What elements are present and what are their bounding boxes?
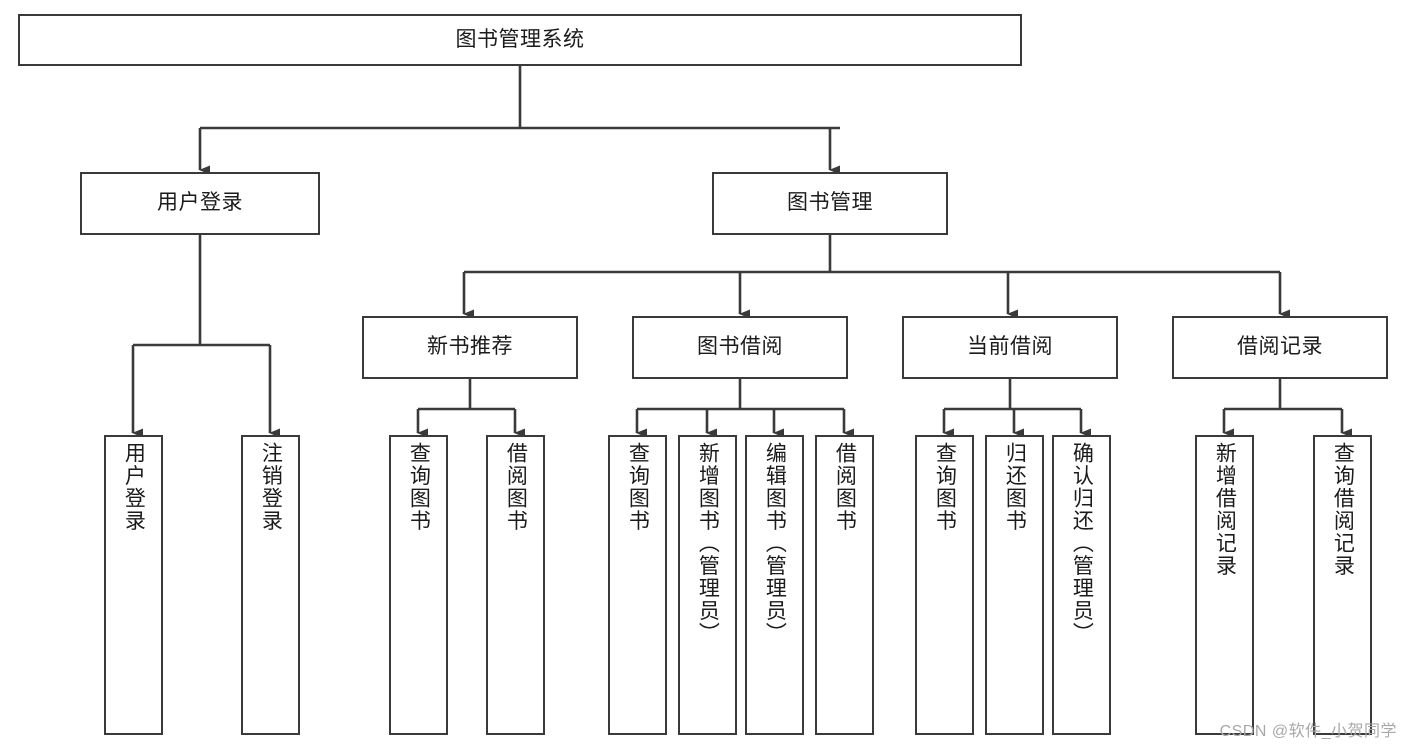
node-label: 查询图书 (407, 442, 431, 532)
node-leaf-logout-login[interactable]: 注销登录 (241, 435, 300, 735)
node-leaf-borrow-book-borrow[interactable]: 借阅图书 (815, 435, 874, 735)
node-label: 确认归还（管理员） (1070, 442, 1094, 645)
node-leaf-user-login[interactable]: 用户登录 (104, 435, 163, 735)
csdn-watermark: CSDN @软件_小贺同学 (1219, 723, 1397, 740)
node-borrow-record[interactable]: 借阅记录 (1172, 316, 1388, 379)
node-label: 编辑图书（管理员） (763, 442, 787, 645)
node-label: 查询图书 (626, 442, 650, 532)
node-leaf-edit-book-admin[interactable]: 编辑图书（管理员） (745, 435, 804, 735)
node-label: 借阅图书 (833, 442, 857, 532)
node-leaf-query-book-borrow[interactable]: 查询图书 (608, 435, 667, 735)
node-label: 新增借阅记录 (1213, 442, 1237, 577)
node-label: 用户登录 (122, 442, 146, 532)
node-label: 新书推荐 (427, 335, 513, 359)
node-label: 查询借阅记录 (1331, 442, 1355, 577)
node-label: 当前借阅 (967, 335, 1053, 359)
node-leaf-add-borrow-record[interactable]: 新增借阅记录 (1195, 435, 1254, 735)
node-leaf-query-book-current[interactable]: 查询图书 (915, 435, 974, 735)
node-user-login[interactable]: 用户登录 (80, 172, 320, 235)
node-book-borrow[interactable]: 图书借阅 (632, 316, 848, 379)
node-label: 图书管理 (787, 191, 873, 215)
node-book-management[interactable]: 图书管理 (712, 172, 948, 235)
node-leaf-borrow-book-recommend[interactable]: 借阅图书 (486, 435, 545, 735)
node-label: 图书管理系统 (455, 27, 585, 51)
node-leaf-query-borrow-record[interactable]: 查询借阅记录 (1313, 435, 1372, 735)
node-root-book-management-system[interactable]: 图书管理系统 (18, 14, 1022, 66)
node-label: 图书借阅 (697, 335, 783, 359)
node-label: 借阅记录 (1237, 335, 1323, 359)
node-new-book-recommend[interactable]: 新书推荐 (362, 316, 578, 379)
node-leaf-confirm-return-admin[interactable]: 确认归还（管理员） (1052, 435, 1111, 735)
node-label: 归还图书 (1003, 442, 1027, 532)
node-label: 用户登录 (157, 191, 243, 215)
node-leaf-add-book-admin[interactable]: 新增图书（管理员） (678, 435, 737, 735)
node-leaf-return-book[interactable]: 归还图书 (985, 435, 1044, 735)
node-label: 注销登录 (259, 442, 283, 532)
node-label: 新增图书（管理员） (696, 442, 720, 645)
node-label: 借阅图书 (504, 442, 528, 532)
node-leaf-query-book-recommend[interactable]: 查询图书 (389, 435, 448, 735)
node-label: 查询图书 (933, 442, 957, 532)
node-current-borrow[interactable]: 当前借阅 (902, 316, 1118, 379)
